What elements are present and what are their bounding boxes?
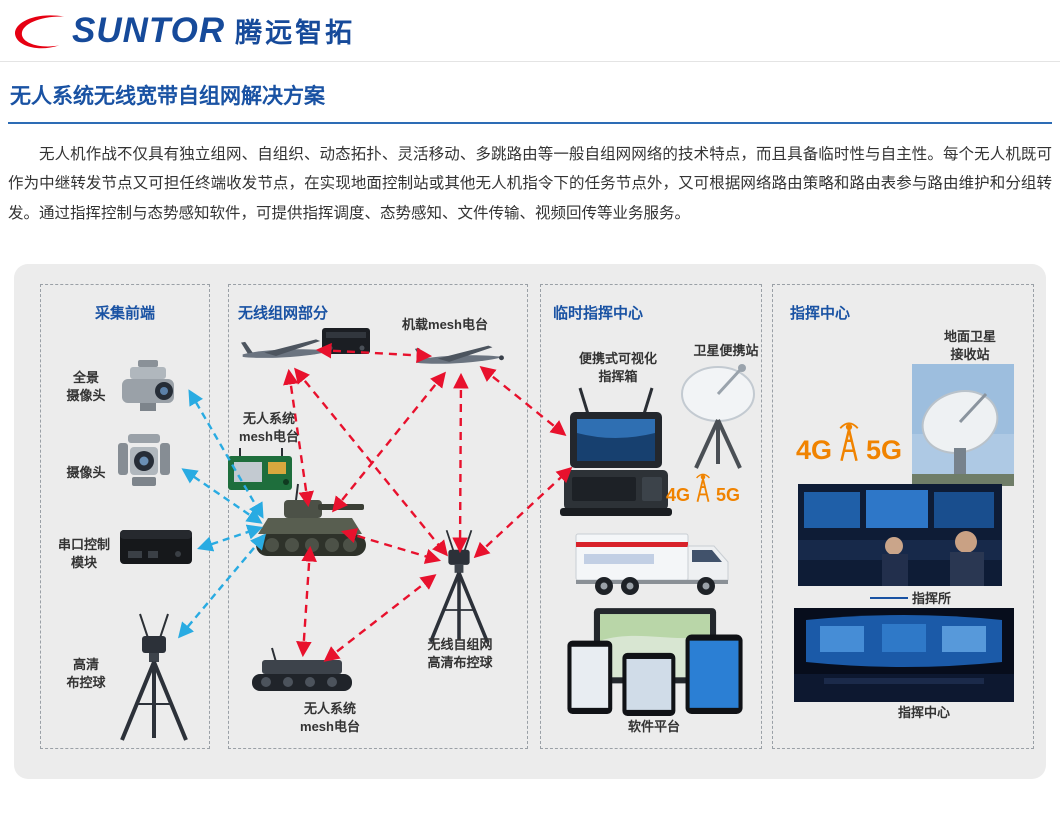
4g-label: 4G	[796, 435, 833, 466]
command-case-image	[558, 384, 674, 520]
4g-label: 4G	[666, 485, 691, 506]
ground-station-label: 地面卫星 接收站	[943, 329, 996, 362]
brand-name-en: SUNTOR	[72, 10, 226, 50]
serial-module-label: 串口控制 模块	[57, 537, 110, 570]
column-title-command: 指挥中心	[790, 305, 851, 323]
signal-tower-icon	[696, 473, 710, 503]
command-truck-image	[574, 528, 734, 598]
command-post-photo	[798, 484, 1002, 587]
column-title-capture: 采集前端	[94, 305, 155, 323]
ground-station-image	[912, 364, 1014, 487]
adhoc-ball-label: 无线自组网 高清布控球	[427, 637, 493, 670]
command-post-label: 指挥所	[912, 591, 952, 607]
command-center-label: 指挥中心	[897, 705, 950, 721]
satellite-portable-image	[676, 358, 760, 474]
adhoc-ball-image	[420, 528, 498, 646]
ptz-camera-label: 摄像头	[66, 465, 106, 481]
logo[interactable]: SUNTOR 腾远智拓	[10, 11, 355, 51]
airborne-mesh-radio-image	[320, 322, 372, 356]
uav-right-image	[410, 336, 508, 378]
ptz-camera-image	[106, 432, 182, 494]
site-header: SUNTOR 腾远智拓	[0, 0, 1060, 62]
page-title: 无人系统无线宽带自组网解决方案	[8, 80, 1052, 124]
brand-name-cn: 腾远智拓	[235, 18, 356, 48]
ugv-mesh-radio-label: 无人系统 mesh电台	[300, 701, 360, 734]
serial-module-image	[116, 520, 196, 572]
uav-mesh-radio-label: 无人系统 mesh电台	[239, 411, 299, 444]
uav-left-image	[236, 330, 336, 372]
command-center-photo	[794, 608, 1014, 703]
tank-image	[254, 482, 368, 572]
logo-swoosh-icon	[14, 14, 65, 48]
software-platform-image	[562, 604, 748, 717]
software-platform-label: 软件平台	[627, 719, 680, 735]
column-title-temp-command: 临时指挥中心	[553, 305, 644, 323]
5g-label: 5G	[866, 435, 903, 466]
hd-ball-label: 高清 布控球	[66, 657, 106, 690]
airborne-mesh-label: 机载mesh电台	[402, 317, 488, 333]
page: SUNTOR 腾远智拓 无人系统无线宽带自组网解决方案 无人机作战不仅具有独立组…	[0, 0, 1060, 780]
column-command-center	[772, 284, 1034, 750]
hd-ball-image	[110, 612, 198, 744]
4g5g-link-small: 4G 5G	[666, 472, 740, 504]
satellite-portable-label: 卫星便携站	[693, 343, 759, 359]
4g5g-link-large: 4G 5G	[796, 420, 902, 464]
5g-label: 5G	[716, 485, 741, 506]
command-case-label: 便携式可视化 指挥箱	[578, 351, 657, 384]
ugv-robot-image	[246, 646, 358, 698]
intro-paragraph: 无人机作战不仅具有独立组网、自组织、动态拓扑、灵活移动、多跳路由等一般自组网网络…	[8, 146, 1052, 222]
panoramic-camera-label: 全景 摄像头	[66, 370, 106, 403]
panoramic-camera-image	[110, 358, 186, 418]
signal-tower-icon	[839, 422, 859, 462]
solution-diagram: 采集前端 无线组网部分 临时指挥中心 指挥中心 全景 摄像头 摄像头	[14, 264, 1046, 780]
column-title-wireless: 无线组网部分	[238, 305, 329, 323]
